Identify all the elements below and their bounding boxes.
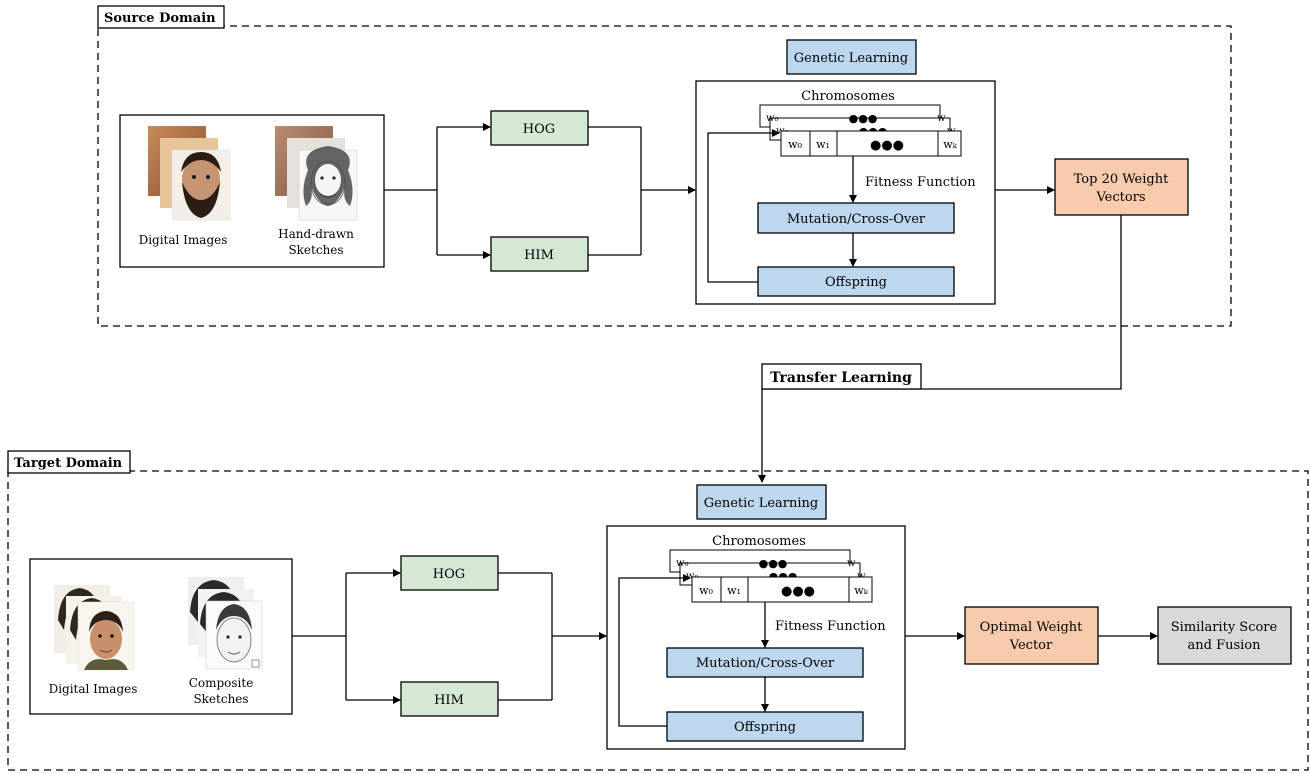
target-optimal-weight-label-line2: Vector: [1009, 638, 1053, 653]
target-genetic-learning-label: Genetic Learning: [704, 496, 818, 511]
target-domain-label: Target Domain: [14, 456, 123, 471]
source-hand-drawn-sketch-stack: [275, 126, 358, 221]
target-chromosomes-label: Chromosomes: [712, 534, 806, 549]
source-genetic-learning-label: Genetic Learning: [794, 51, 908, 66]
source-hog-label: HOG: [523, 122, 555, 137]
target-him-box: [400, 681, 499, 717]
target-digital-images-caption: Digital Images: [49, 682, 138, 696]
target-similarity-box: [1157, 606, 1292, 665]
source-offspring-box: [757, 266, 955, 297]
target-mutation-box: [666, 647, 864, 678]
source-top20-box: [1054, 158, 1189, 216]
source-digital-images-stack: [148, 126, 231, 221]
source-domain-label: Source Domain: [104, 11, 216, 26]
source-sketch-caption-line1: Hand-drawn: [278, 227, 354, 241]
target-domain-label-box: [7, 450, 131, 474]
source-genetic-learning-box: [786, 39, 917, 75]
target-genetic-flow: [618, 574, 769, 727]
target-digital-images-stack: [54, 585, 135, 671]
source-gene-dots: ●●●: [870, 138, 904, 153]
target-genetic-learning-box: [696, 484, 827, 520]
target-domain: Target Domain Digital Ima: [7, 450, 1309, 771]
target-hog-label: HOG: [433, 567, 465, 582]
source-him-box: [490, 236, 589, 272]
target-offspring-label: Offspring: [734, 720, 796, 735]
target-gene-wk: wₖ: [854, 584, 868, 597]
source-sketch-caption-line2: Sketches: [288, 243, 343, 257]
transfer-learning-box: [761, 363, 922, 390]
target-him-label: HIM: [434, 693, 464, 708]
source-input-connectors: [384, 123, 491, 259]
target-optimal-weight-label-line1: Optimal Weight: [980, 620, 1084, 635]
transfer-connector: [758, 215, 1122, 483]
source-top20-label-line2: Vectors: [1095, 190, 1145, 205]
source-mutation-label: Mutation/Cross-Over: [787, 212, 926, 227]
target-mutation-label: Mutation/Cross-Over: [696, 656, 835, 671]
source-domain-label-box: [97, 5, 225, 29]
target-gene-w0: w₀: [699, 584, 713, 597]
source-domain-border: [97, 25, 1232, 327]
source-feature-connectors: [588, 126, 696, 256]
target-gene-dots: ●●●: [781, 584, 815, 599]
source-gene-w0: w₀: [788, 138, 802, 151]
target-sketch-caption-line1: Composite: [189, 676, 254, 690]
target-optimal-weight-box: [964, 606, 1099, 665]
source-mutation-box: [757, 202, 955, 234]
source-offspring-label: Offspring: [825, 275, 887, 290]
target-composite-sketch-stack: [188, 577, 263, 670]
svg-text:w₀: w₀: [676, 558, 689, 569]
transfer-learning-label: Transfer Learning: [770, 370, 912, 386]
svg-text:w: w: [937, 113, 946, 124]
target-similarity-label-line2: and Fusion: [1188, 638, 1262, 653]
source-chromosomes-label: Chromosomes: [801, 89, 895, 104]
svg-text:●●●: ●●●: [849, 112, 878, 125]
target-fitness-function-label: Fitness Function: [775, 619, 886, 634]
source-gene-w1: w₁: [816, 138, 830, 151]
target-gene-w1: w₁: [727, 584, 741, 597]
target-sketch-caption-line2: Sketches: [193, 692, 248, 706]
transfer-learning: Transfer Learning: [758, 215, 1122, 483]
source-domain: Source Domain Digital Images Hand-drawn …: [97, 5, 1232, 327]
svg-text:w₀: w₀: [766, 113, 779, 124]
target-domain-border: [7, 470, 1309, 771]
source-chromosome-front: w₀ w₁ ●●● wₖ: [780, 130, 962, 157]
source-genetic-flow: [707, 129, 857, 283]
svg-text:●●●: ●●●: [759, 557, 788, 570]
source-digital-images-caption: Digital Images: [139, 233, 228, 247]
target-similarity-label-line1: Similarity Score: [1171, 620, 1278, 635]
target-feature-connectors: [498, 572, 607, 701]
source-fitness-function-label: Fitness Function: [865, 175, 976, 190]
svg-text:w: w: [847, 558, 856, 569]
target-input-connectors: [292, 569, 401, 704]
target-chromosome-front: w₀ w₁ ●●● wₖ: [691, 576, 873, 603]
target-hog-box: [400, 555, 499, 591]
source-him-label: HIM: [524, 248, 554, 263]
source-gene-wk: wₖ: [943, 138, 957, 151]
source-hog-box: [490, 110, 589, 146]
source-top20-label-line1: Top 20 Weight: [1074, 172, 1169, 187]
target-offspring-box: [666, 711, 864, 742]
